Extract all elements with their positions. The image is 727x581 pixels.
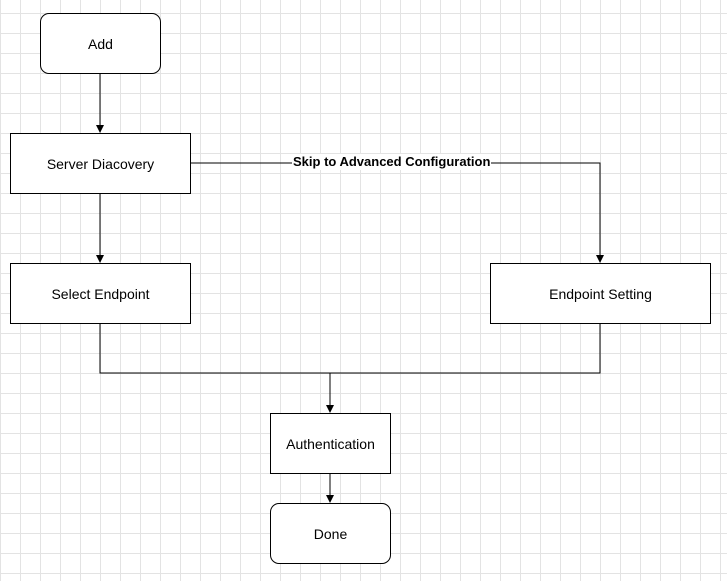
node-server-discovery[interactable]: Server Diacovery (10, 133, 191, 194)
node-add-label: Add (88, 35, 113, 52)
node-authentication[interactable]: Authentication (270, 413, 391, 474)
skip-edge-label: Skip to Advanced Configuration (292, 154, 492, 170)
node-server-discovery-label: Server Diacovery (46, 155, 155, 172)
node-select-endpoint[interactable]: Select Endpoint (10, 263, 191, 324)
node-done[interactable]: Done (270, 503, 391, 564)
node-authentication-label: Authentication (286, 435, 375, 452)
node-done-label: Done (313, 525, 348, 542)
edge-select-endpoint-merge (99, 323, 601, 374)
node-endpoint-setting-label: Endpoint Setting (549, 285, 652, 302)
edge-skip-to-endpoint-setting (190, 162, 604, 263)
node-endpoint-setting[interactable]: Endpoint Setting (490, 263, 711, 324)
node-add[interactable]: Add (40, 13, 161, 74)
node-select-endpoint-label: Select Endpoint (51, 285, 150, 302)
